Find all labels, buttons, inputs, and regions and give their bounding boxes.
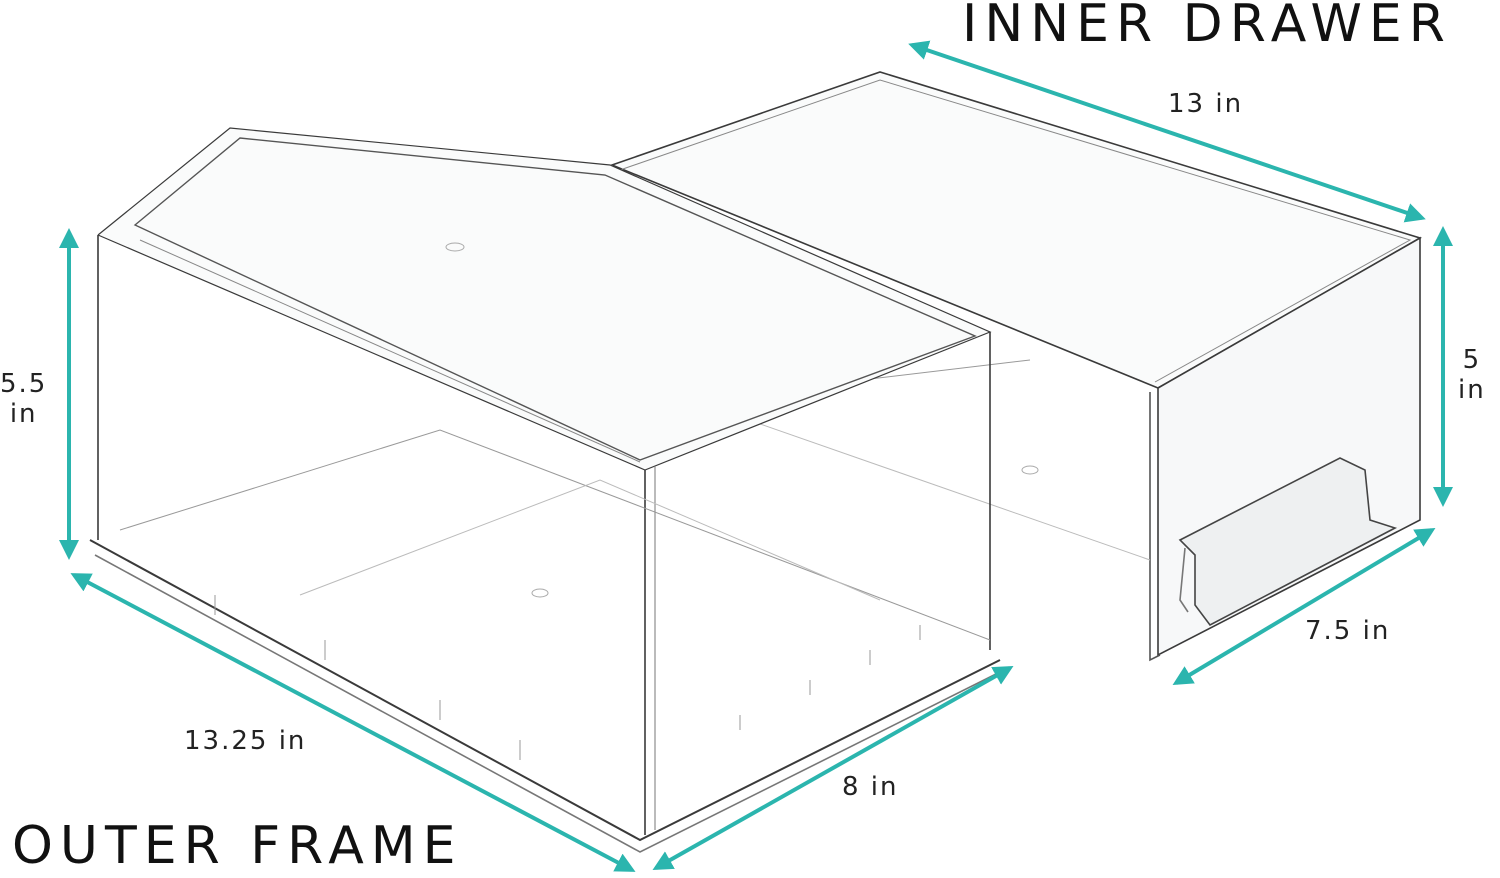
inner-drawer-title: INNER DRAWER bbox=[962, 0, 1452, 54]
outer-width-label: 8 in bbox=[842, 772, 899, 802]
inner-length-label: 13 in bbox=[1168, 89, 1244, 119]
outer-frame-title: OUTER FRAME bbox=[12, 816, 463, 876]
inner-width-arrow bbox=[1172, 527, 1436, 686]
outer-height-label: 5.5 in bbox=[0, 369, 48, 430]
outer-height-unit: in bbox=[9, 398, 38, 429]
outer-width-arrow bbox=[652, 666, 1014, 870]
inner-height-unit: in bbox=[1458, 374, 1486, 405]
outer-height-value: 5.5 bbox=[0, 369, 48, 399]
outer-length-label: 13.25 in bbox=[184, 726, 307, 756]
outer-length-arrow bbox=[70, 573, 636, 872]
dimension-arrows bbox=[59, 40, 1453, 872]
inner-height-value: 5 bbox=[1462, 345, 1482, 375]
inner-width-label: 7.5 in bbox=[1305, 616, 1391, 646]
inner-length-arrow bbox=[908, 40, 1426, 223]
inner-height-label: 5 in bbox=[1458, 345, 1486, 406]
